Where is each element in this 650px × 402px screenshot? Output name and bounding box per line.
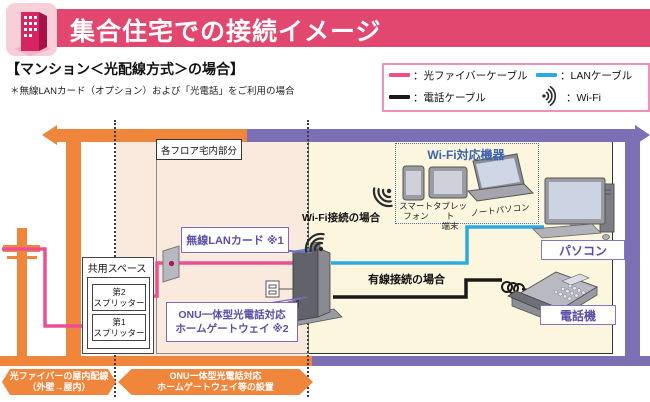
wired-case-label: 有線接続の場合 [368,274,445,286]
header-bar [40,9,650,47]
phone-label: 電話機 [540,305,616,325]
splitter-group-box [87,277,150,349]
lan-line-swatch [536,73,557,77]
fiber-line-swatch [389,73,410,77]
orange-left-wall [66,129,81,360]
section-divider-right [307,120,309,397]
legend-wifi-label: ：Wi-Fi [566,92,601,104]
onu-gateway-callout: ONU一体型光電話対応 ホームゲートウェイ ※2 [166,302,298,342]
banner-onu-install: ONU一体型光電話対応 ホームゲートウェイ等の設置 [118,369,313,395]
subtitle: 【マンション＜光配線方式＞の場合】 [6,61,244,77]
pole-crossarm-2 [7,256,37,259]
ground-purple [312,356,650,366]
wlan-card-callout: 無線LANカード ※1 [181,227,289,253]
splitter-2-box: 第2 スプリッター [92,284,146,311]
note-text: ＊無線LANカード（オプション）および「光電話」をご利用の場合 [10,86,295,97]
pole-crossarm [3,245,40,252]
tablet-label: タブレット 端末 [432,201,467,232]
orange-top-band [56,129,247,142]
smartphone-label: スマート フォン [399,201,433,222]
legend-box [382,63,650,112]
purple-right-wall [625,129,640,362]
legend-lan-label: ：LANケーブル [560,70,633,82]
purple-top-band [247,129,637,142]
splitter-1-box: 第1 スプリッター [92,314,146,341]
building-icon [6,3,57,56]
tel-line-swatch [389,95,410,99]
banner-fiber-wiring: 光ファイバーの屋内配線 （外壁→屋内） [2,369,116,395]
wifi-devices-box [395,143,539,224]
legend-fiber-label: ：光ファイバーケーブル [413,70,528,82]
wifi-case-label: Wi-Fi接続の場合 [302,212,381,224]
legend-tel-label: ：電話ケーブル [413,92,486,104]
orange-arrow-icon [42,125,57,145]
shared-space-title: 共用スペース [87,263,147,275]
ground-orange [0,356,312,366]
wifi-devices-title: Wi-Fi対応機器 [427,148,505,162]
pc-label: パソコン [541,240,625,260]
floor-area-label: 各フロア宅内部分 [156,139,242,160]
page-title: 集合住宅での接続イメージ [70,18,382,46]
